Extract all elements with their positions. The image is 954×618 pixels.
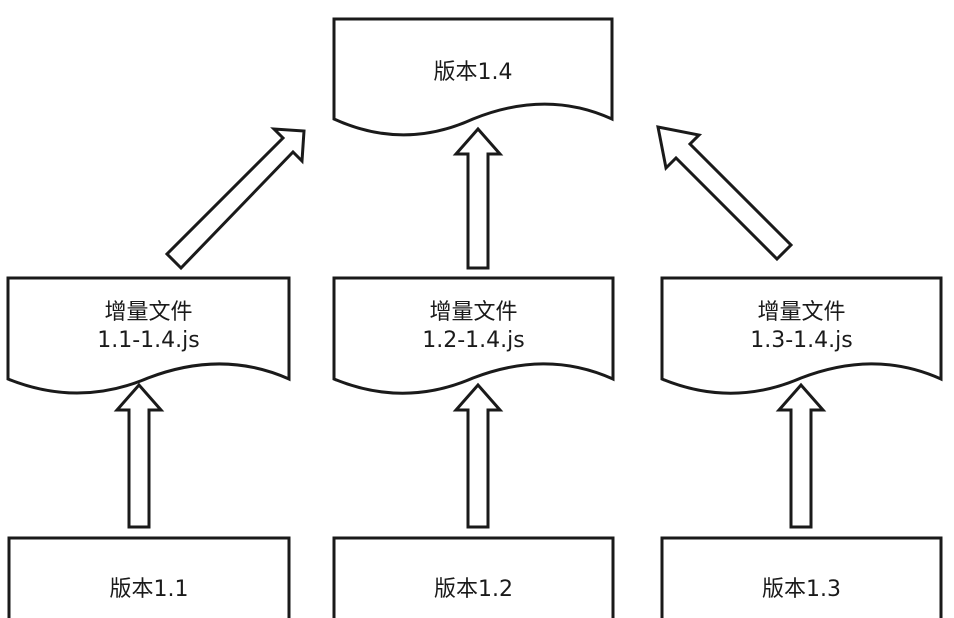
- patch-title-2: 增量文件: [429, 300, 518, 325]
- patch-filename-2: 1.2-1.4.js: [422, 328, 525, 353]
- patch-label-1: 增量文件 1.1-1.4.js: [8, 299, 289, 355]
- diagonal-arrow-patch3-to-target: [656, 125, 794, 262]
- target-version-label: 版本1.4: [433, 60, 513, 85]
- source-version-label-1: 版本1.1: [109, 577, 189, 602]
- patch-document-shape-3: [660, 276, 943, 395]
- patch-label-3: 增量文件 1.3-1.4.js: [662, 299, 941, 355]
- source-box-1: [7, 536, 291, 618]
- patch-title-1: 增量文件: [104, 300, 193, 325]
- source-version-label-3: 版本1.3: [762, 577, 841, 602]
- up-arrow-patch2-to-target: [452, 126, 504, 270]
- patch-document-shape-1: [6, 276, 291, 395]
- target-document-shape: [332, 17, 614, 137]
- up-arrow-source3-to-patch3: [775, 382, 827, 529]
- source-version-label-2: 版本1.2: [434, 577, 513, 602]
- source-box-3: [660, 536, 943, 618]
- patch-filename-3: 1.3-1.4.js: [750, 328, 853, 353]
- up-arrow-source1-to-patch1: [113, 382, 165, 529]
- source-box-2: [332, 536, 615, 618]
- patch-label-2: 增量文件 1.2-1.4.js: [334, 299, 613, 355]
- patch-title-3: 增量文件: [757, 300, 846, 325]
- patch-filename-1: 1.1-1.4.js: [97, 328, 200, 353]
- up-arrow-source2-to-patch2: [452, 382, 504, 529]
- patch-document-shape-2: [332, 276, 615, 395]
- diagonal-arrow-patch1-to-target: [164, 127, 306, 271]
